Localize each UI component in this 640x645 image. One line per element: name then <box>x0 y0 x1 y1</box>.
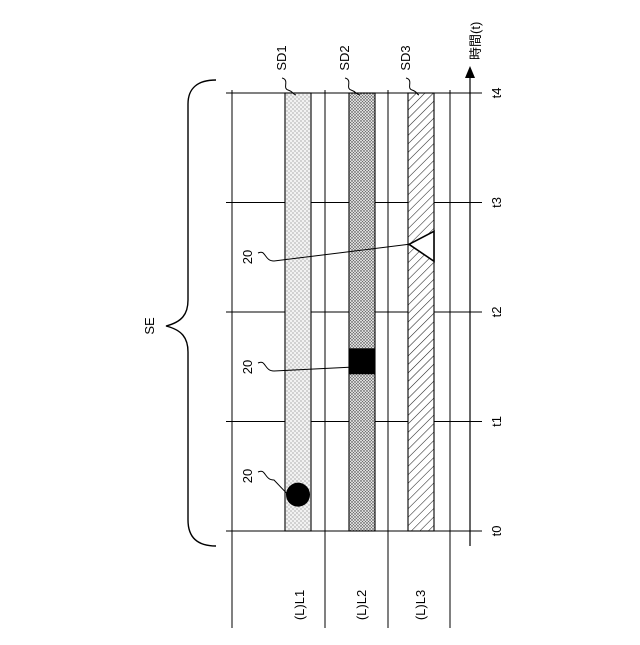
lane-bars <box>285 93 434 531</box>
time-labels: t0 t1 t2 t3 t4 <box>489 88 504 537</box>
brace <box>166 80 216 546</box>
data-stream-bar <box>285 93 311 531</box>
lane-label: (L)L3 <box>413 590 428 620</box>
data-stream-bar <box>408 93 434 531</box>
event-circle <box>286 483 310 507</box>
brace-label: SE <box>142 317 157 335</box>
time-tick-label: t1 <box>489 416 504 427</box>
time-tick-label: t0 <box>489 526 504 537</box>
lane-labels: (L)L1 (L)L2 (L)L3 <box>292 590 428 620</box>
event-square <box>349 348 375 374</box>
callout-leader <box>258 471 288 494</box>
stream-labels: SD1 SD2 SD3 <box>274 45 419 95</box>
time-tick-label: t4 <box>489 88 504 99</box>
callout-label: 20 <box>240 360 255 374</box>
time-axis-label: 時間(t) <box>468 22 483 60</box>
stream-label: SD2 <box>337 45 352 70</box>
data-stream-bar <box>349 93 375 531</box>
stream-label: SD1 <box>274 45 289 70</box>
lane-label: (L)L2 <box>354 590 369 620</box>
lane-label: (L)L1 <box>292 590 307 620</box>
time-tick-label: t2 <box>489 307 504 318</box>
callout-label: 20 <box>240 250 255 264</box>
time-axis-arrowhead <box>465 66 475 78</box>
callout-label: 20 <box>240 469 255 483</box>
callout-leader <box>258 244 409 261</box>
stream-label: SD3 <box>398 45 413 70</box>
time-tick-label: t3 <box>489 197 504 208</box>
